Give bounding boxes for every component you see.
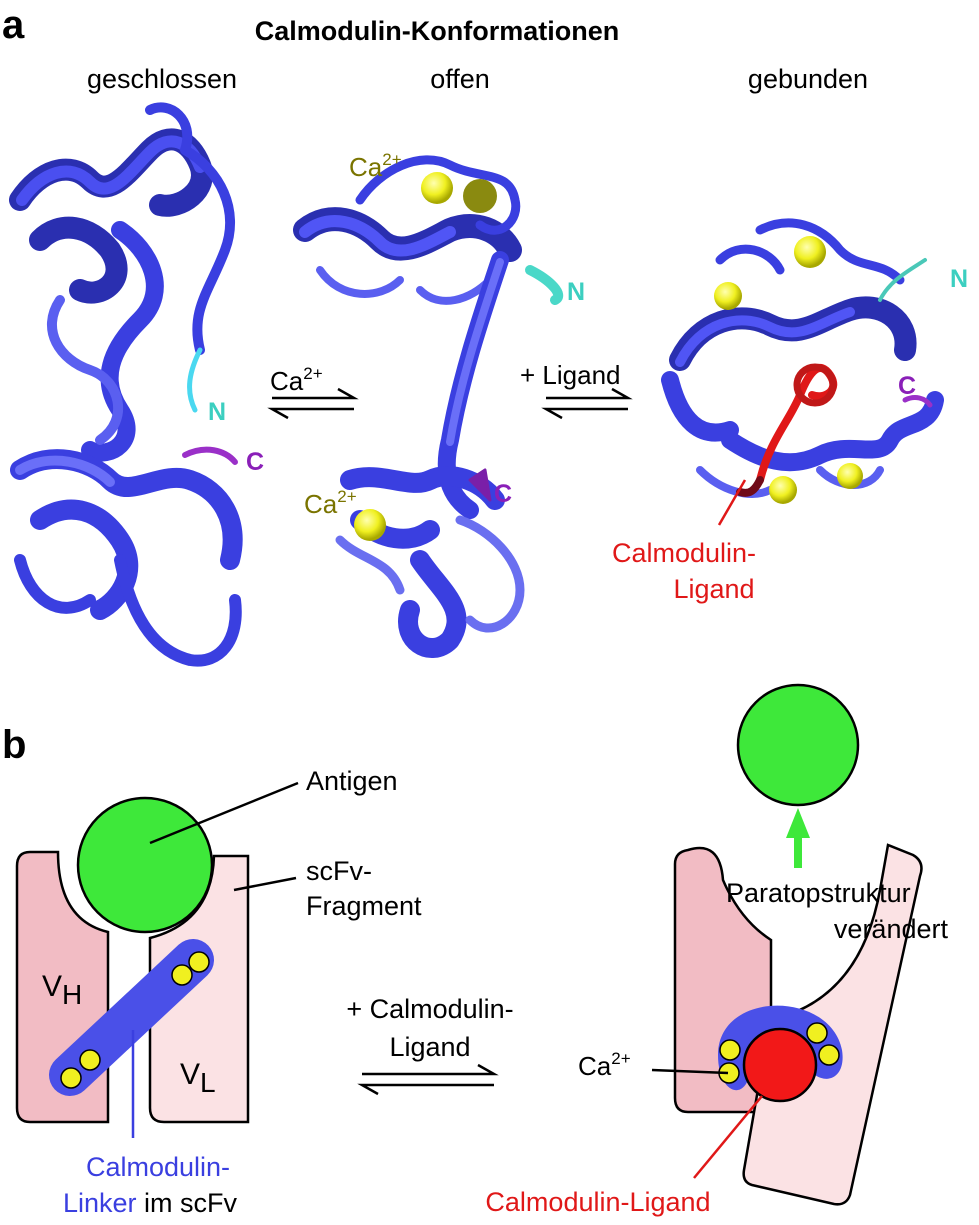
- wrap-calcium-1: [719, 1039, 741, 1061]
- ca-pointer-line: [651, 1068, 729, 1075]
- vh-label: VH: [42, 970, 82, 1010]
- panel-a-title: Calmodulin-Konformationen: [255, 16, 619, 46]
- antigen-bound-circle: [76, 796, 214, 934]
- calcium-ion-open-1: [421, 172, 453, 204]
- state-label-open: offen: [430, 64, 490, 94]
- ligand-circle: [742, 1027, 818, 1103]
- add-ligand-line2: Ligand: [389, 1032, 470, 1062]
- paratop-label-line1: Paratopstruktur: [726, 878, 911, 908]
- bound-n-terminus: N: [950, 265, 968, 293]
- calmodulin-bound-structure: [661, 218, 944, 498]
- calmodulin-open-structure: [293, 155, 564, 658]
- open-ca-label-bottom: Ca2+: [304, 487, 357, 519]
- closed-c-terminus: C: [246, 448, 264, 476]
- equilibrium-arrow-3: [357, 1063, 499, 1096]
- linker-label-line1: Calmodulin-: [86, 1152, 230, 1182]
- open-n-terminus: N: [567, 278, 585, 306]
- calmodulin-closed-structure: [9, 102, 243, 667]
- panel-a-label: a: [2, 3, 25, 47]
- antigen-released-circle: [736, 683, 860, 807]
- arrow2-label: + Ligand: [520, 360, 620, 390]
- wrap-calcium-4: [818, 1044, 840, 1066]
- equilibrium-arrow-2: [541, 387, 633, 420]
- bound-ligand-label-line2: Ligand: [673, 574, 754, 604]
- closed-n-terminus: N: [208, 398, 226, 426]
- arrow1-label: Ca2+: [270, 364, 323, 396]
- linker-calcium-3: [60, 1067, 82, 1089]
- vl-label: VL: [180, 1058, 216, 1098]
- equilibrium-arrow-1: [267, 387, 359, 420]
- antigen-label: Antigen: [306, 766, 398, 796]
- linker-calcium-2: [188, 951, 210, 973]
- linker-calcium-4: [79, 1049, 101, 1071]
- panel-b-label: b: [2, 723, 26, 767]
- scfv-label-line1: scFv-: [306, 856, 372, 886]
- ligand-pointer-line-b: [693, 1095, 763, 1179]
- paratop-label-line2: verändert: [834, 914, 949, 944]
- ca-label-b: Ca2+: [578, 1049, 631, 1081]
- vl-domain-changed: [742, 843, 923, 1206]
- open-ca-label-top: Ca2+: [349, 150, 402, 182]
- scfv-label-line2: Fragment: [306, 891, 422, 921]
- state-label-closed: geschlossen: [87, 64, 237, 94]
- scfv-pointer-line: [233, 876, 297, 892]
- wrap-calcium-3: [806, 1022, 828, 1044]
- ligand-label-b: Calmodulin-Ligand: [485, 1187, 710, 1217]
- open-c-terminus: C: [494, 480, 512, 508]
- linker-calcium-1: [171, 964, 193, 986]
- calcium-ion-open-3: [354, 509, 386, 541]
- calcium-ion-bound-1: [794, 236, 826, 268]
- ligand-pointer-line: [717, 479, 747, 526]
- calcium-ion-bound-4: [837, 463, 863, 489]
- linker-label-line2: Linker im scFv: [63, 1188, 238, 1218]
- bound-c-terminus: C: [898, 372, 916, 400]
- calcium-ion-open-2: [463, 179, 497, 213]
- antigen-pointer-line: [149, 781, 299, 845]
- release-arrow: [786, 808, 810, 868]
- calcium-ion-bound-3: [769, 476, 797, 504]
- bound-ligand-label-line1: Calmodulin-: [612, 538, 756, 568]
- calcium-ion-bound-2: [714, 282, 742, 310]
- state-label-bound: gebunden: [748, 64, 868, 94]
- add-ligand-line1: + Calmodulin-: [346, 994, 513, 1024]
